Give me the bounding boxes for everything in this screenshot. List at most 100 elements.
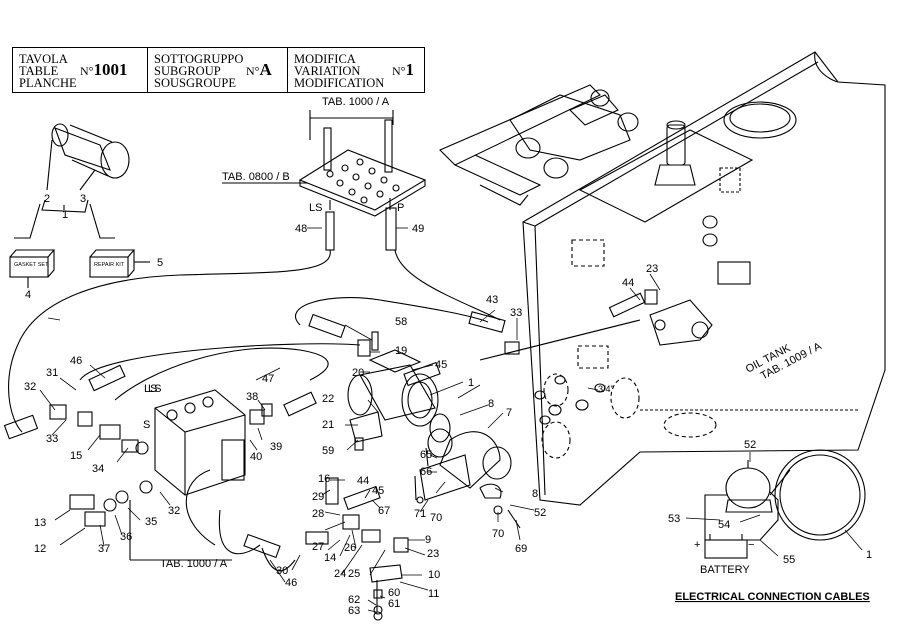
port-p: P [397, 202, 404, 214]
callout-13: 47 [262, 373, 274, 385]
callout-37: 27 [312, 541, 324, 553]
callout-2: 1 [62, 209, 68, 221]
variation-label-it: MODIFICA [294, 52, 356, 66]
callout-1: 3 [80, 193, 86, 205]
callout-4: 5 [157, 257, 163, 269]
callout-28: 1 [468, 377, 474, 389]
callout-62: 63 [348, 605, 360, 617]
battery-minus: − [748, 539, 754, 551]
callout-49: 43 [486, 294, 498, 306]
battery-label: BATTERY [700, 564, 750, 576]
callout-3: 4 [25, 289, 31, 301]
table-number-prefix: N° [80, 64, 94, 78]
electrical-title: ELECTRICAL CONNECTION CABLES [675, 591, 870, 603]
subgroup-number: A [259, 60, 272, 79]
callout-41: 25 [348, 568, 360, 580]
callout-40: 24 [334, 568, 346, 580]
callout-12: 34 [92, 463, 104, 475]
callout-38: 26 [344, 542, 356, 554]
callout-7: 46 [70, 355, 82, 367]
callout-70: 55 [783, 554, 795, 566]
variation-label-fr: MODIFICATION [294, 76, 385, 90]
callout-64: 52 [534, 507, 546, 519]
callout-14: LS [148, 383, 161, 395]
repair-box-label: REPAIR KIT [94, 262, 125, 268]
port-ls-top: LS [309, 202, 322, 214]
callout-71: 1 [866, 549, 872, 561]
callout-48: 66 [420, 466, 432, 478]
callout-23: 32 [168, 505, 180, 517]
leader-lines [39, 227, 863, 613]
callout-20: 37 [98, 543, 110, 555]
callout-42: 44 [357, 475, 369, 487]
subgroup-label-fr: SOUSGROUPE [154, 76, 236, 90]
manifold-plate [222, 110, 427, 251]
callout-17: 40 [250, 451, 262, 463]
callout-18: 13 [34, 517, 46, 529]
variation-cell: MODIFICA VARIATION MODIFICATION N°1 [287, 48, 424, 92]
pump-assembly [9, 123, 150, 288]
callout-6: 49 [412, 223, 424, 235]
callout-29: 22 [322, 393, 334, 405]
callout-65: 70 [492, 528, 504, 540]
ref-tab0800b: TAB. 0800 / B [222, 171, 290, 183]
callout-44: 67 [378, 505, 390, 517]
ref-tab1000a-bottom: TAB. 1000 / A [160, 558, 228, 570]
ref-tab1000a-top: TAB. 1000 / A [322, 96, 390, 108]
callout-19: 12 [34, 543, 46, 555]
callout-55: 10 [428, 569, 440, 581]
subgroup-label-it: SOTTOGRUPPO [154, 52, 244, 66]
callout-0: 2 [44, 193, 50, 205]
callout-68: 53 [668, 513, 680, 525]
callout-52: 23 [646, 263, 658, 275]
callout-8: 31 [46, 367, 58, 379]
callout-33: 7 [506, 407, 512, 419]
subgroup-label-en: SUBGROUP [154, 64, 221, 78]
callout-22: 35 [145, 516, 157, 528]
callout-53: 9 [425, 534, 431, 546]
variation-number: 1 [405, 60, 414, 79]
callout-59: 60 [388, 587, 400, 599]
callout-56: 11 [428, 588, 439, 600]
title-block: TAVOLA TABLE PLANCHE N°1001 SOTTOGRUPPO … [12, 47, 425, 93]
filter-motor [347, 349, 512, 501]
control-valve [129, 389, 246, 561]
callout-57: 30 [276, 565, 288, 577]
callout-10: 33 [46, 433, 58, 445]
subgroup-number-prefix: N° [246, 64, 260, 78]
callout-43: 45 [372, 485, 384, 497]
thread-size: 3/4" [598, 384, 614, 394]
callout-39: 14 [324, 552, 336, 564]
callout-27: 45 [435, 359, 447, 371]
electrical-circuit [704, 449, 866, 559]
gasket-box-label: GASKET SET [14, 262, 49, 268]
callout-35: 29 [312, 491, 324, 503]
variation-number-prefix: N° [392, 64, 406, 78]
table-label-en: TABLE [19, 64, 59, 78]
subgroup-cell: SOTTOGRUPPO SUBGROUP SOUSGROUPE N°A [147, 48, 287, 92]
port-s: S [143, 419, 150, 431]
callout-67: 52 [744, 439, 756, 451]
callout-36: 28 [312, 508, 324, 520]
fittings [49, 289, 713, 621]
oil-tank [522, 51, 886, 506]
callout-21: 36 [120, 531, 132, 543]
callout-34: 16 [318, 473, 330, 485]
callout-47: 65 [420, 449, 432, 461]
variation-label-en: VARIATION [294, 64, 361, 78]
callout-46: 70 [430, 512, 442, 524]
callout-60: 61 [388, 598, 400, 610]
callout-5: 48 [295, 223, 307, 235]
callout-24: 58 [395, 316, 407, 328]
port-ls-valve: LS [144, 383, 157, 395]
callout-66: 69 [515, 543, 527, 555]
callout-16: 39 [270, 441, 282, 453]
callout-11: 15 [70, 450, 82, 462]
callout-61: 62 [348, 594, 360, 606]
callout-31: 59 [322, 445, 334, 457]
reach-stacker-illustration [439, 84, 639, 206]
callout-45: 71 [414, 508, 426, 520]
